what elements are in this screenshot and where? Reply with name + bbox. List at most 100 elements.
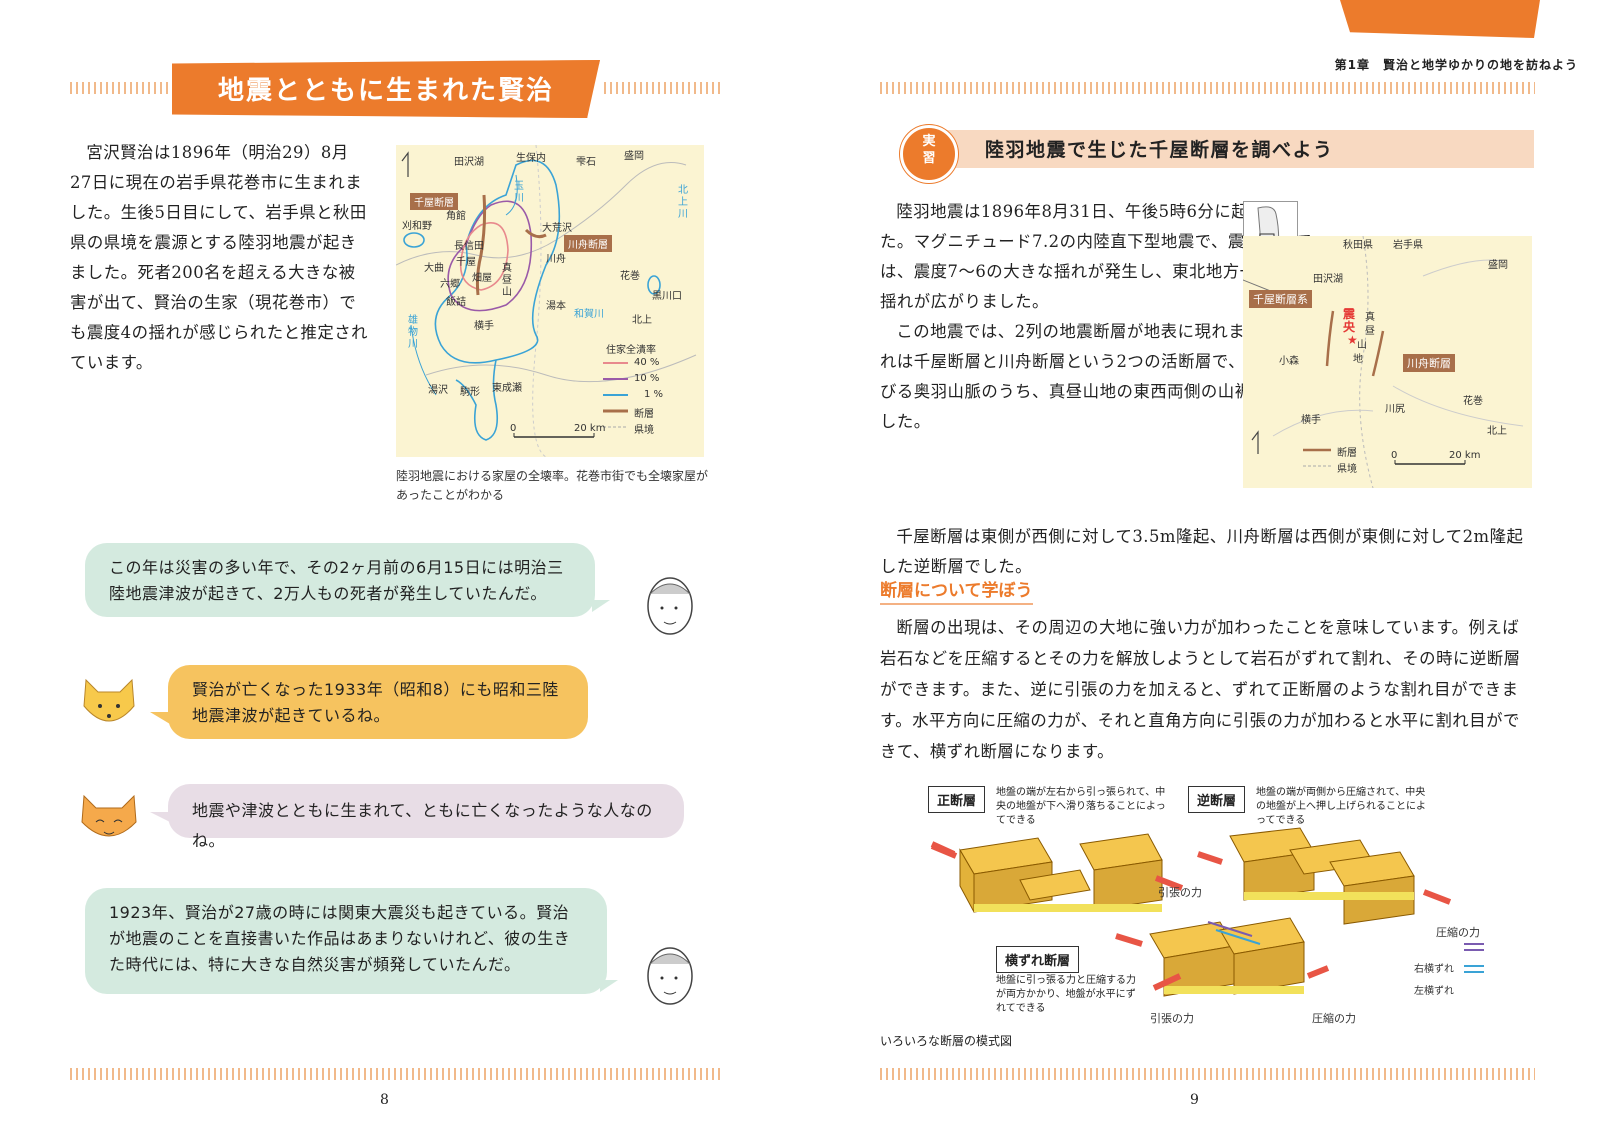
map-label: 和賀川 — [574, 309, 604, 320]
page-number: 8 — [380, 1092, 389, 1108]
top-rule — [880, 82, 1535, 94]
map-label: 北上川 — [678, 185, 688, 220]
map-label: 山 — [1357, 340, 1367, 351]
map-label: 湯沢 — [428, 385, 448, 396]
body-text: 断層の出現は、その周辺の大地に強い力が加わったことを意味しています。例えば岩石な… — [880, 612, 1535, 767]
map-label: 東成瀬 — [492, 383, 522, 394]
normal-fault-desc: 地盤の端が左右から引っ張られて、中央の地盤が下へ滑り落ちることによってできる — [996, 787, 1166, 826]
map-label: 川尻 — [1385, 404, 1405, 415]
boy-face-icon — [647, 947, 693, 1005]
body-text: 千屋断層は東側が西側に対して3.5m隆起、川舟断層は西側が東側に対して2m隆起し… — [880, 522, 1530, 582]
map-label: 昼 — [1365, 326, 1375, 337]
map-drawing — [396, 145, 697, 457]
paragraph: 陸羽地震は1896年8月31日、午後5時6分に起きました。マグニチュード7.2の… — [880, 202, 1325, 311]
fault-tag: 千屋断層 — [410, 193, 458, 210]
map-label: 花巻 — [1463, 396, 1483, 407]
reverse-fault-blocks — [1197, 827, 1452, 925]
practice-header-bar — [910, 130, 1534, 168]
map-drawing: ★ — [1232, 235, 1524, 489]
top-rule — [604, 82, 722, 94]
map-label: 横手 — [474, 321, 494, 332]
tension-label: 引張の力 — [1150, 1012, 1194, 1025]
left-lateral-label: 左横ずれ — [1414, 986, 1454, 997]
epicenter-star-icon: ★ — [1347, 333, 1358, 347]
strike-slip-blocks — [1115, 917, 1330, 997]
map-label: 飯詰 — [446, 297, 466, 308]
legend-item: 県境 — [634, 425, 654, 436]
legend-item: 断層 — [1337, 448, 1357, 459]
map-label: 真昼山 — [502, 263, 512, 298]
map-caption: 陸羽地震における家屋の全壊率。花巻市街でも全壊家屋があったことがわかる — [396, 469, 709, 502]
map-label: 角館 — [446, 211, 466, 222]
map-label: 盛岡 — [624, 151, 644, 162]
bubble-tail — [150, 812, 170, 822]
paragraph: 断層の出現は、その周辺の大地に強い力が加わったことを意味しています。例えば岩石な… — [880, 618, 1521, 761]
map-label: 刈和野 — [402, 221, 432, 232]
fault-tag: 川舟断層 — [1403, 354, 1455, 372]
reverse-fault-desc: 地盤の端が両側から圧縮されて、中央の地盤が上へ押し上げられることによってできる — [1256, 787, 1426, 826]
paragraph: 宮沢賢治は1896年（明治29）8月27日に現在の岩手県花巻市に生まれました。生… — [70, 143, 369, 372]
paragraph: この地震では、2列の地震断層が地表に現れました。それは千屋断層と川舟断層という2… — [880, 322, 1320, 431]
practice-badge-label: 実 習 — [922, 134, 936, 166]
map-label: 玉川 — [514, 181, 524, 204]
legend-item: 1 % — [644, 389, 664, 400]
speech-bubble: 賢治が亡くなった1933年（昭和8）にも昭和三陸地震津波が起きているね。 — [168, 665, 588, 739]
boy-face-icon — [647, 577, 693, 635]
map-label: 横手 — [1301, 415, 1321, 426]
speech-bubble: 1923年、賢治が27歳の時には関東大震災も起きている。賢治が地震のことを直接書… — [85, 888, 607, 994]
section-title-banner: 地震とともに生まれた賢治 — [172, 60, 600, 118]
map-label: 田沢湖 — [1313, 274, 1343, 285]
bubble-tail — [150, 712, 170, 724]
legend-item: 10 % — [634, 373, 660, 384]
normal-fault-label: 正断層 — [928, 786, 986, 813]
compression-label: 圧縮の力 — [1436, 926, 1480, 939]
legend-item: 断層 — [634, 409, 654, 420]
right-lateral-label: 右横ずれ — [1414, 964, 1454, 975]
bottom-rule — [880, 1068, 1535, 1080]
top-rule — [70, 82, 170, 94]
scale-zero: 0 — [1391, 450, 1398, 461]
page-number: 9 — [1190, 1092, 1199, 1108]
map-label: 雄物川 — [408, 315, 418, 350]
map-label: 花巻 — [620, 271, 640, 282]
scale-zero: 0 — [510, 423, 517, 434]
map-label: 秋田県 — [1343, 240, 1373, 251]
tension-label: 引張の力 — [1158, 886, 1202, 899]
subheading: 断層について学ぼう — [880, 576, 1033, 605]
left-page: 地震とともに生まれた賢治 宮沢賢治は1896年（明治29）8月27日に現在の岩手… — [70, 60, 722, 1108]
strike-slip-fault-label: 横ずれ断層 — [996, 946, 1080, 973]
practice-badge: 実 習 — [900, 125, 958, 183]
reverse-fault-label: 逆断層 — [1188, 786, 1246, 813]
map-label: 六郷 — [440, 279, 460, 290]
bottom-rule — [70, 1068, 722, 1080]
rikuu-damage-map: 田沢湖 生保内 雫石 盛岡 角館 刈和野 長信田 千屋 大曲 六郷 畑屋 真昼山… — [396, 145, 704, 457]
paragraph: 千屋断層は東側が西側に対して3.5m隆起、川舟断層は西側が東側に対して2m隆起し… — [880, 527, 1524, 576]
scale-label: 20 km — [574, 423, 606, 434]
body-text: 宮沢賢治は1896年（明治29）8月27日に現在の岩手県花巻市に生まれました。生… — [70, 138, 370, 378]
map-label: 北上 — [1487, 426, 1507, 437]
normal-fault-blocks — [930, 833, 1184, 913]
map-label: 生保内 — [516, 153, 546, 164]
legend-item: 40 % — [634, 357, 660, 368]
chapter-tab — [1340, 0, 1540, 38]
map-label: 大荒沢 — [542, 223, 572, 234]
map-label: 真 — [1365, 312, 1375, 323]
bubble-tail — [592, 600, 610, 612]
map-label: 小森 — [1279, 356, 1299, 367]
compression-label: 圧縮の力 — [1312, 1012, 1356, 1025]
body-text: 陸羽地震は1896年8月31日、午後5時6分に起きました。マグニチュード7.2の… — [880, 197, 1325, 437]
map-label: 畑屋 — [472, 273, 492, 284]
speech-bubble: 地震や津波とともに生まれて、ともに亡くなったような人なのね。 — [168, 784, 684, 850]
map-label: 駒形 — [460, 387, 480, 398]
map-label: 北上 — [632, 315, 652, 326]
legend-item: 県境 — [1337, 464, 1357, 475]
speech-bubble: この年は災害の多い年で、その2ヶ月前の6月15日には明治三陸地震津波が起きて、2… — [85, 543, 595, 617]
epicenter-label: 震央 — [1343, 307, 1356, 334]
section-title: 地震とともに生まれた賢治 — [217, 76, 554, 106]
cat-face-icon — [81, 794, 137, 837]
map-label: 千屋 — [456, 257, 476, 268]
fault-tag: 川舟断層 — [564, 235, 612, 252]
map-label: 雫石 — [576, 157, 596, 168]
fox-face-icon — [83, 678, 135, 722]
map-label: 大曲 — [424, 263, 444, 274]
